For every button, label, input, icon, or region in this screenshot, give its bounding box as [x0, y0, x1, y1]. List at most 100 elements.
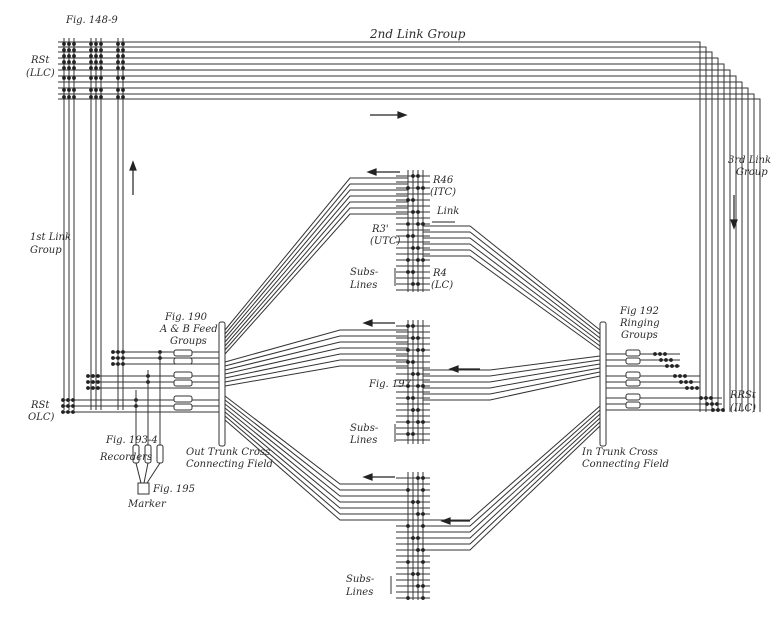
- crosspoint-dot: [684, 380, 688, 384]
- crosspoint-dot: [416, 210, 420, 214]
- crosspoint-dot: [406, 596, 410, 600]
- crosspoint-dot: [94, 42, 98, 46]
- crosspoint-dot: [94, 95, 98, 99]
- crosspoint-dot: [94, 60, 98, 64]
- fig-193-4-label: Fig. 193-4: [105, 435, 158, 446]
- crosspoint-dot: [421, 420, 425, 424]
- flow-arrow: [362, 319, 395, 327]
- rst-llc-label-2: (LLC): [26, 68, 55, 79]
- ringing-group-box: [625, 371, 641, 379]
- crosspoint-dot: [121, 350, 125, 354]
- fig-190-label: Fig. 190: [164, 312, 208, 323]
- crosspoint-dot: [111, 350, 115, 354]
- subs-lines-label-2: Lines: [349, 280, 377, 291]
- out-trunk-fan-wire: [224, 341, 408, 371]
- crosspoint-dot: [695, 386, 699, 390]
- crosspoint-dot: [406, 360, 410, 364]
- crosspoint-dot: [94, 48, 98, 52]
- in-trunk-fan-wire: [423, 243, 601, 343]
- third-link-group-label: 3rd Link: [728, 155, 771, 166]
- crosspoint-dot: [411, 372, 415, 376]
- second-link-wire: [58, 98, 761, 412]
- third-link-group-label-2: Group: [736, 167, 768, 178]
- crosspoint-dot: [709, 396, 713, 400]
- crosspoint-dot: [421, 584, 425, 588]
- first-link-group-label-2: Group: [30, 245, 62, 256]
- crosspoint-dot: [710, 402, 714, 406]
- crosspoint-dot: [406, 348, 410, 352]
- crosspoint-dot: [416, 174, 420, 178]
- crosspoint-dot: [61, 410, 65, 414]
- out-trunk-fan-wire: [224, 177, 408, 331]
- crosspoint-dot: [116, 54, 120, 58]
- crosspoint-dot: [121, 48, 125, 52]
- crosspoint-dot: [91, 380, 95, 384]
- crosspoint-dot: [121, 54, 125, 58]
- crosspoint-dot: [411, 408, 415, 412]
- feed-group-box: [173, 379, 193, 387]
- crosspoint-dot: [683, 374, 687, 378]
- feed-group-box: [173, 403, 193, 411]
- crosspoint-dot: [72, 95, 76, 99]
- crosspoint-dot: [421, 560, 425, 564]
- crosspoint-dot: [116, 66, 120, 70]
- out-trunk-fan-wire: [224, 189, 408, 339]
- crosspoint-dot: [416, 246, 420, 250]
- crosspoint-dot: [664, 358, 668, 362]
- out-trunk-fan-wire: [224, 335, 408, 367]
- crosspoint-dot: [669, 358, 673, 362]
- out-trunk-fan-wire: [224, 201, 408, 347]
- crosspoint-dot: [406, 198, 410, 202]
- crosspoint-dot: [99, 42, 103, 46]
- crosspoint-dot: [61, 398, 65, 402]
- feed-group-box: [173, 395, 193, 403]
- fig-190-label-3: Groups: [170, 336, 207, 347]
- crosspoint-dot: [62, 48, 66, 52]
- crosspoint-dot: [406, 270, 410, 274]
- crosspoint-dot: [411, 270, 415, 274]
- crosspoint-dot: [111, 356, 115, 360]
- crosspoint-dot: [94, 88, 98, 92]
- in-trunk-fan-wire: [423, 367, 601, 389]
- out-trunk-fan-wire: [224, 419, 408, 521]
- crosspoint-dot: [411, 572, 415, 576]
- crosspoint-dot: [62, 95, 66, 99]
- in-trunk-fan-wire: [423, 249, 601, 347]
- r4-label-2: (LC): [431, 280, 453, 291]
- crosspoint-dot: [663, 352, 667, 356]
- in-trunk-fan-wire: [423, 421, 601, 545]
- crosspoint-dot: [411, 432, 415, 436]
- crosspoint-dot: [99, 95, 103, 99]
- second-link-wire: [58, 81, 743, 412]
- crosspoint-dot: [67, 88, 71, 92]
- crosspoint-dot: [406, 524, 410, 528]
- crosspoint-dot: [421, 476, 425, 480]
- crosspoint-dot: [665, 364, 669, 368]
- crosspoint-dot: [416, 408, 420, 412]
- crosspoint-dot: [66, 410, 70, 414]
- crosspoint-dot: [416, 258, 420, 262]
- crosspoint-dot: [86, 380, 90, 384]
- r46-label-2: (ITC): [430, 187, 456, 198]
- crosspoint-dot: [67, 42, 71, 46]
- crosspoint-dot: [421, 524, 425, 528]
- in-trunk-fan-wire: [423, 231, 601, 335]
- crosspoint-dot: [71, 404, 75, 408]
- flow-arrow: [440, 517, 470, 525]
- in-trunk-fan-wire: [423, 405, 601, 521]
- crosspoint-dot: [121, 356, 125, 360]
- crosspoint-dot: [416, 572, 420, 576]
- in-trunk-fan-wire: [423, 237, 601, 339]
- r3-label-2: (UTC): [370, 236, 401, 247]
- rrst-ilc-label-2: (ILC): [730, 403, 756, 414]
- subs-lines-label: Subs-: [350, 423, 379, 434]
- out-trunk-label-2: Connecting Field: [186, 459, 273, 470]
- crosspoint-dot: [99, 66, 103, 70]
- equipment-boxes: [173, 349, 641, 411]
- crosspoint-dot: [72, 42, 76, 46]
- crosspoint-dot: [411, 336, 415, 340]
- crosspoint-dot: [86, 386, 90, 390]
- crosspoint-dot: [411, 210, 415, 214]
- crosspoint-dot: [121, 76, 125, 80]
- recorder-to-marker-wire: [146, 462, 161, 484]
